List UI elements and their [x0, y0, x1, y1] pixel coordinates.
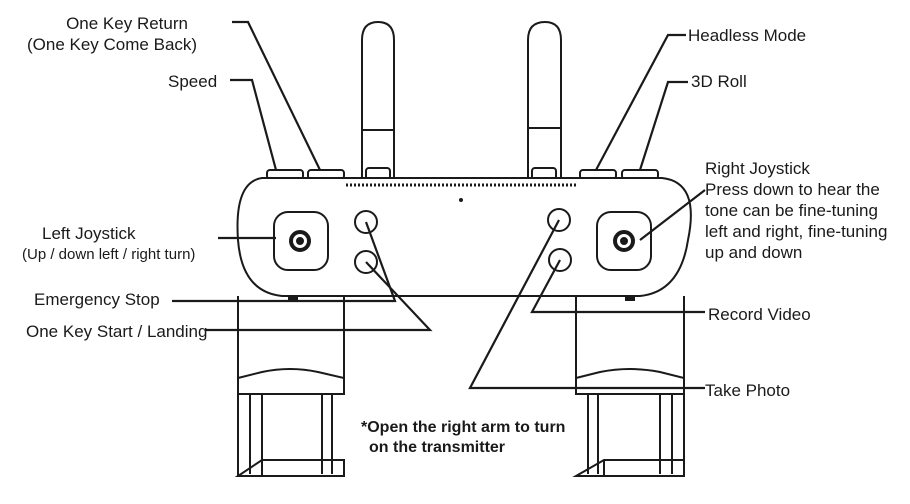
label-headless-mode: Headless Mode — [688, 26, 807, 45]
leader-emergency-stop — [172, 221, 397, 303]
leader-lines — [172, 20, 706, 390]
label-right-joystick: Right Joystick Press down to hear the to… — [705, 158, 887, 263]
right-joystick-desc-2: tone can be fine-tuning — [705, 201, 878, 220]
right-phone-holder — [572, 296, 685, 477]
leader-speed — [230, 78, 278, 171]
note-line1: *Open the right arm to turn — [361, 419, 566, 436]
left-antenna — [361, 20, 395, 183]
label-speed: Speed — [168, 72, 218, 91]
leader-record-video — [530, 259, 705, 314]
right-joystick-desc-3: left and right, fine-tuning — [705, 222, 888, 241]
right-joystick-desc-4: up and down — [705, 243, 803, 262]
label-take-photo: Take Photo — [705, 381, 791, 400]
leader-take-photo — [468, 219, 705, 390]
right-joystick-desc-1: Press down to hear the — [705, 180, 880, 199]
left-joystick — [273, 211, 329, 271]
leader-3d-roll — [638, 80, 688, 171]
leader-one-key-return — [232, 20, 321, 171]
right-joystick-title: Right Joystick — [705, 159, 810, 178]
label-one-key-return: One Key Return (One Key Come Back) — [27, 13, 197, 55]
leader-one-key-start — [206, 261, 433, 332]
transmitter-body — [236, 177, 692, 301]
shoulder-buttons — [266, 169, 659, 180]
label-3d-roll: 3D Roll — [691, 72, 747, 91]
label-record-video: Record Video — [708, 305, 811, 324]
left-phone-holder — [234, 296, 345, 477]
leader-right-joystick — [639, 189, 706, 241]
label-one-key-start-landing: One Key Start / Landing — [26, 322, 208, 341]
leader-headless-mode — [595, 33, 686, 171]
left-joystick-desc: (Up / down left / right turn) — [22, 246, 196, 263]
one-key-return-line1: One Key Return — [66, 14, 188, 33]
one-key-return-line2: (One Key Come Back) — [27, 35, 198, 54]
label-emergency-stop: Emergency Stop — [34, 290, 160, 309]
label-left-joystick: Left Joystick (Up / down left / right tu… — [22, 223, 195, 265]
note-line2: on the transmitter — [369, 439, 506, 456]
left-joystick-title: Left Joystick — [42, 224, 136, 243]
transmitter-note: *Open the right arm to turn on the trans… — [361, 418, 565, 458]
right-antenna — [527, 20, 562, 183]
right-joystick — [596, 211, 652, 271]
